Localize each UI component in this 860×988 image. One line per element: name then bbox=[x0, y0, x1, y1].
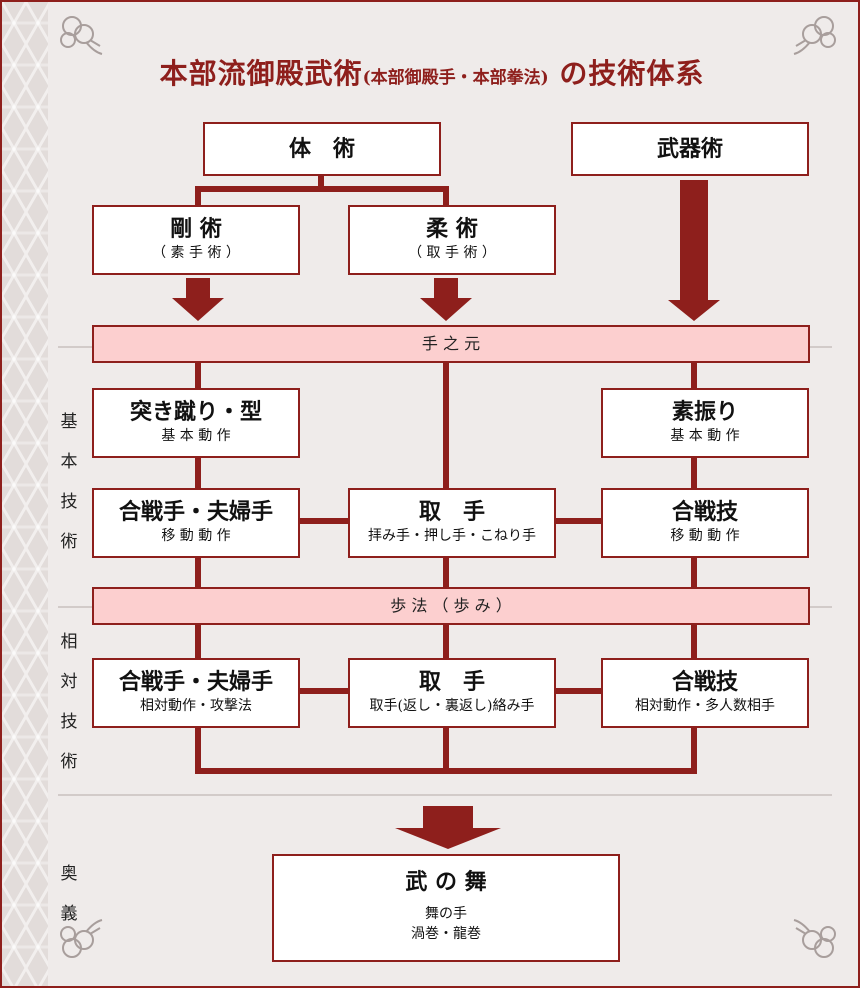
aikuwaza-kihon-sub: 移 動 動 作 bbox=[670, 528, 740, 544]
page-title: 本部流御殿武術(本部御殿手・本部拳法) の技術体系 bbox=[2, 52, 858, 92]
tuite-soutai-sub: 取手(返し・裏返し)絡み手 bbox=[369, 698, 535, 714]
connector-line bbox=[195, 186, 201, 208]
title-subtitle: (本部御殿手・本部拳法) bbox=[362, 68, 549, 88]
side-char: 術 bbox=[60, 532, 78, 552]
aikute-kihon-box: 合戦手・夫婦手 移 動 動 作 bbox=[92, 488, 300, 558]
goujutsu-label: 剛 術 bbox=[170, 216, 222, 242]
center-trunk-line bbox=[443, 362, 449, 774]
title-main: 本部流御殿武術 bbox=[159, 57, 363, 90]
aikute-soutai-box: 合戦手・夫婦手 相対動作・攻撃法 bbox=[92, 658, 300, 728]
side-char: 相 bbox=[60, 632, 78, 652]
tenomoto-label: 手 之 元 bbox=[421, 334, 481, 353]
suburi-label: 素振り bbox=[671, 399, 738, 425]
side-char: 技 bbox=[60, 712, 78, 732]
tuite-kihon-label: 取 手 bbox=[418, 499, 485, 525]
juujutsu-sub: （ 取 手 術 ） bbox=[408, 245, 496, 261]
tsuki-keri-sub: 基 本 動 作 bbox=[161, 428, 231, 444]
hohou-label: 歩 法 （ 歩 み ） bbox=[390, 596, 512, 615]
suburi-sub: 基 本 動 作 bbox=[670, 428, 740, 444]
title-suffix: の技術体系 bbox=[548, 57, 705, 90]
right-trunk-line bbox=[691, 362, 697, 774]
aikute-kihon-label: 合戦手・夫婦手 bbox=[118, 499, 273, 525]
aikuwaza-kihon-box: 合戦技 移 動 動 作 bbox=[601, 488, 809, 558]
goujutsu-box: 剛 術 （ 素 手 術 ） bbox=[92, 205, 300, 275]
asanoha-pattern-strip bbox=[2, 2, 48, 986]
connector-line bbox=[318, 174, 324, 188]
side-char: 技 bbox=[60, 492, 78, 512]
connector-line bbox=[555, 518, 603, 524]
knot-ornament-icon bbox=[60, 16, 103, 55]
connector-line bbox=[195, 186, 449, 192]
juujutsu-label: 柔 術 bbox=[426, 216, 478, 242]
side-char: 義 bbox=[60, 904, 78, 924]
mai-no-te-sub: 舞の手 bbox=[425, 906, 467, 922]
connector-line bbox=[298, 688, 350, 694]
side-char: 術 bbox=[60, 752, 78, 772]
down-arrow-icon bbox=[668, 180, 720, 321]
connector-line bbox=[298, 518, 350, 524]
aikuwaza-soutai-label: 合戦技 bbox=[671, 669, 738, 695]
tuite-soutai-label: 取 手 bbox=[418, 669, 485, 695]
aikuwaza-soutai-box: 合戦技 相対動作・多人数相手 bbox=[601, 658, 809, 728]
side-label-soutai: 相 対 技 術 bbox=[54, 622, 84, 782]
connector-line bbox=[555, 688, 603, 694]
side-char: 本 bbox=[60, 452, 78, 472]
bu-no-mai-box: 武 の 舞 舞の手 渦巻・龍巻 bbox=[272, 854, 620, 962]
connector-line bbox=[443, 186, 449, 208]
tuite-kihon-box: 取 手 拝み手・押し手・こねり手 bbox=[348, 488, 556, 558]
aikuwaza-kihon-label: 合戦技 bbox=[671, 499, 738, 525]
bottom-connector-line bbox=[195, 768, 697, 774]
taijutsu-label: 体 術 bbox=[288, 136, 355, 162]
side-char: 対 bbox=[60, 672, 78, 692]
left-trunk-line bbox=[195, 362, 201, 774]
uzumaki-sub: 渦巻・龍巻 bbox=[411, 926, 481, 942]
taijutsu-box: 体 術 bbox=[203, 122, 441, 176]
knot-ornament-icon bbox=[793, 919, 836, 958]
bukijutsu-label: 武器術 bbox=[656, 136, 723, 162]
goujutsu-sub: （ 素 手 術 ） bbox=[152, 245, 240, 261]
down-arrow-icon bbox=[172, 278, 224, 321]
side-label-ougi: 奥 義 bbox=[54, 854, 84, 934]
separator-line bbox=[58, 794, 832, 796]
knot-ornament-icon bbox=[793, 16, 836, 55]
side-char: 基 bbox=[60, 412, 78, 432]
suburi-box: 素振り 基 本 動 作 bbox=[601, 388, 809, 458]
hohou-band: 歩 法 （ 歩 み ） bbox=[92, 587, 810, 625]
tenomoto-band: 手 之 元 bbox=[92, 325, 810, 363]
knot-ornament-icon bbox=[60, 919, 103, 958]
down-arrow-icon bbox=[395, 806, 501, 849]
tuite-kihon-sub: 拝み手・押し手・こねり手 bbox=[368, 528, 536, 544]
juujutsu-box: 柔 術 （ 取 手 術 ） bbox=[348, 205, 556, 275]
bukijutsu-box: 武器術 bbox=[571, 122, 809, 176]
side-char: 奥 bbox=[60, 864, 78, 884]
aikute-soutai-label: 合戦手・夫婦手 bbox=[118, 669, 273, 695]
tsuki-keri-label: 突き蹴り・型 bbox=[129, 399, 262, 425]
tuite-soutai-box: 取 手 取手(返し・裏返し)絡み手 bbox=[348, 658, 556, 728]
aikuwaza-soutai-sub: 相対動作・多人数相手 bbox=[635, 698, 775, 714]
aikute-soutai-sub: 相対動作・攻撃法 bbox=[140, 698, 252, 714]
tsuki-keri-box: 突き蹴り・型 基 本 動 作 bbox=[92, 388, 300, 458]
aikute-kihon-sub: 移 動 動 作 bbox=[161, 528, 231, 544]
bu-no-mai-label: 武 の 舞 bbox=[405, 869, 487, 895]
down-arrow-icon bbox=[420, 278, 472, 321]
side-label-kihon: 基 本 技 術 bbox=[54, 402, 84, 562]
